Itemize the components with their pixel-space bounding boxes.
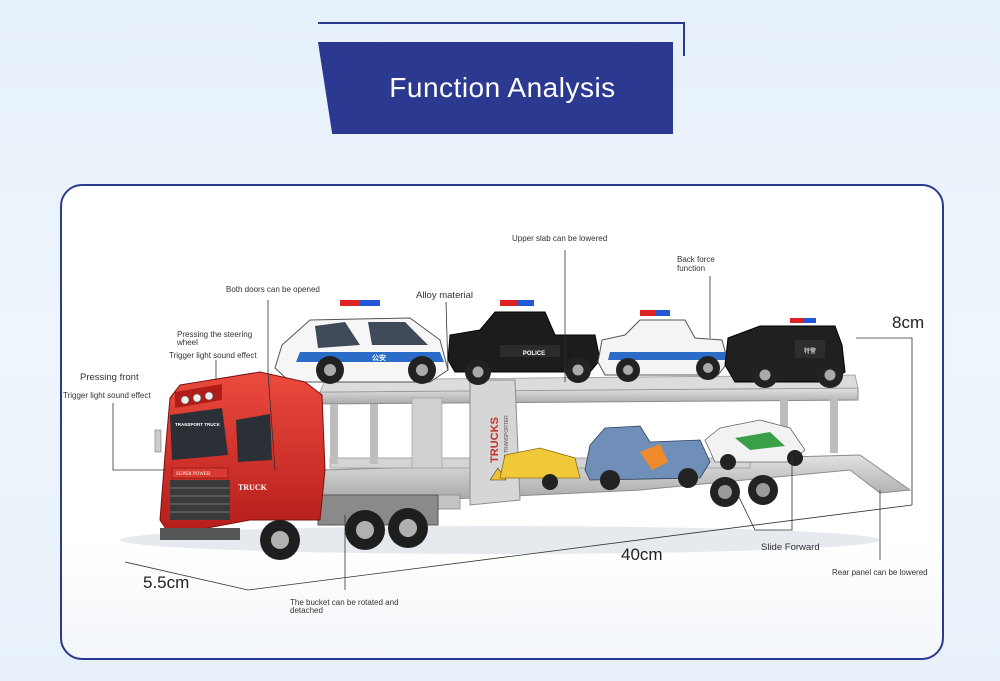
label-doors: Both doors can be opened — [226, 285, 320, 294]
truck-cab: TRANSPORT TRUCK SUPER POWER TRUCK — [154, 371, 439, 560]
title-banner: Function Analysis — [318, 42, 673, 134]
grille-plate-text: SUPER POWER — [176, 472, 211, 477]
label-alloy: Alloy material — [416, 290, 474, 301]
flame-decal — [640, 444, 668, 470]
label-steering-2: wheel — [177, 338, 198, 347]
lower-cars — [499, 419, 806, 490]
deck-post — [330, 404, 338, 464]
callout-line-slide — [736, 455, 793, 531]
dimension-line-width — [124, 561, 249, 591]
trailer-wheels — [710, 475, 778, 507]
title-rule-horizontal — [318, 22, 684, 24]
special-police-cn-text: 特警 — [804, 347, 816, 355]
windshield — [170, 408, 228, 460]
callout-line-doors — [267, 300, 276, 471]
ground-shadow — [120, 526, 880, 554]
deck-post — [370, 404, 378, 464]
callout-line-alloy — [445, 301, 449, 371]
dimension-line-length — [247, 504, 913, 591]
door-text: TRUCK — [238, 483, 268, 492]
upper-deck-top — [319, 374, 859, 393]
label-trigger-1: Trigger light sound effect — [169, 351, 257, 360]
upper-cars: 公安 POLICE 特警 — [274, 300, 846, 388]
yellow-car — [499, 447, 581, 479]
page-title: Function Analysis — [389, 72, 616, 103]
label-bucket-1: The bucket can be rotated and — [290, 598, 399, 607]
dimension-length: 40cm — [621, 545, 663, 564]
deck-panel — [411, 397, 443, 469]
callout-lines — [112, 250, 913, 591]
deck-post — [830, 398, 838, 453]
black-police-pickup — [447, 311, 601, 373]
label-back-force-1: Back force — [677, 255, 715, 264]
roof-light — [180, 395, 190, 405]
side-window — [236, 414, 272, 462]
callout-line-front — [112, 403, 166, 471]
dimension-width: 5.5cm — [143, 573, 190, 592]
police-cn-text: 公安 — [372, 353, 386, 362]
label-upper-slab: Upper slab can be lowered — [512, 234, 608, 243]
label-steering-1: Pressing the steering — [177, 330, 253, 339]
grille — [170, 480, 230, 520]
cab-sign-text: TRANSPORT TRUCK — [175, 422, 221, 427]
label-slide: Slide Forward — [761, 542, 820, 553]
trailer-sign-subtext: CAR TRANSPORTER — [504, 415, 510, 465]
police-badge-text: POLICE — [523, 351, 545, 357]
trailer-sign-text: TRUCKS — [489, 417, 501, 463]
label-rear-panel: Rear panel can be lowered — [832, 568, 928, 577]
label-bucket-2: detached — [290, 606, 323, 615]
side-mirror — [154, 429, 162, 453]
dimension-line-height — [856, 337, 913, 505]
dimension-height: 8cm — [892, 313, 925, 332]
label-trigger-2: Trigger light sound effect — [63, 391, 151, 400]
label-pressing-front: Pressing front — [80, 372, 139, 383]
label-back-force-2: function — [677, 264, 706, 273]
bumper — [160, 528, 240, 540]
title-rule-vertical — [683, 22, 685, 56]
